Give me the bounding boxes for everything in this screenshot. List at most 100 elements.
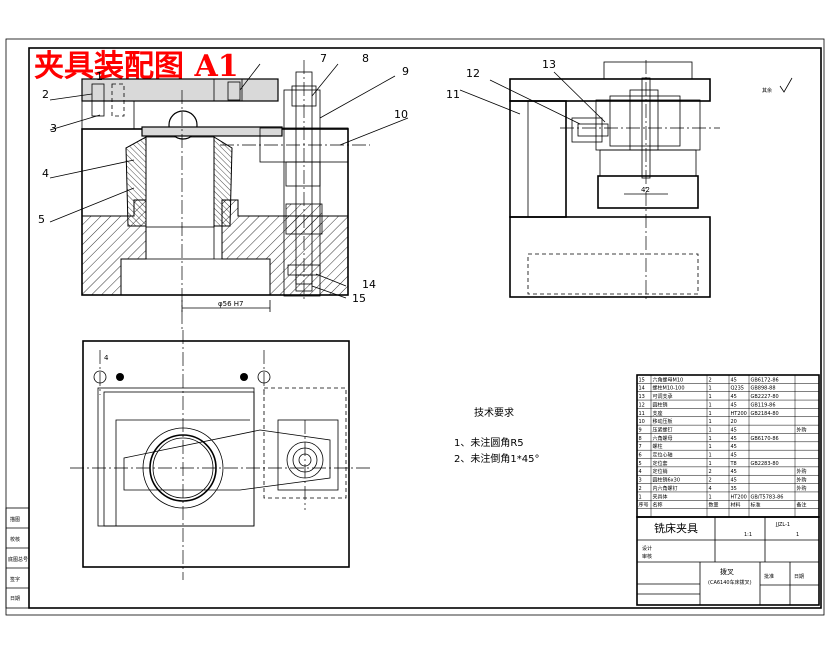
balloon-10: 10 bbox=[394, 108, 408, 121]
parts-cell-mat: 45 bbox=[731, 453, 737, 459]
parts-cell-std: GB6170-86 bbox=[751, 436, 779, 442]
parts-cell-note: 外购 bbox=[797, 468, 807, 475]
balloon-5: 5 bbox=[38, 213, 45, 226]
parts-cell-name: 六角螺母M10 bbox=[653, 376, 684, 383]
parts-cell-name: 内六角螺钉 bbox=[653, 485, 678, 492]
title-block-designer: 设计 bbox=[642, 545, 652, 552]
parts-cell-name: 螺柱M10-100 bbox=[653, 385, 685, 392]
parts-cell-qty: 1 bbox=[709, 394, 712, 400]
parts-cell-mat: 45 bbox=[731, 377, 737, 383]
tech-req-1: 1、未注圆角R5 bbox=[454, 436, 524, 449]
parts-cell-qty: 2 bbox=[709, 377, 712, 383]
parts-cell-qty: 1 bbox=[709, 427, 712, 433]
parts-cell-no: 11 bbox=[639, 411, 645, 417]
balloon-15: 15 bbox=[352, 292, 366, 305]
parts-cell-qty: 1 bbox=[709, 444, 712, 450]
parts-cell-mat: Q235 bbox=[731, 386, 744, 392]
parts-cell-qty: 4 bbox=[709, 486, 712, 492]
parts-cell-mat: 45 bbox=[731, 394, 737, 400]
parts-cell-note: 外购 bbox=[797, 485, 807, 492]
title-block-date: 日期 bbox=[794, 574, 804, 580]
parts-cell-qty: 1 bbox=[709, 436, 712, 442]
parts-cell-name: 六角螺母 bbox=[653, 435, 673, 442]
parts-cell-std: GB2227-80 bbox=[751, 394, 779, 400]
parts-cell-note: 备注 bbox=[797, 502, 807, 509]
title-block-part-sub: (CA6140车床拨叉) bbox=[708, 579, 752, 586]
side-view: 42 bbox=[509, 60, 720, 300]
outer-border bbox=[5, 38, 825, 616]
stamp-0: 描图 bbox=[10, 516, 20, 523]
title-block-part: 拨叉 bbox=[720, 567, 734, 576]
title-block-scale: 1:1 bbox=[744, 532, 752, 538]
stamp-3: 签字 bbox=[10, 576, 20, 583]
parts-cell-mat: 45 bbox=[731, 444, 737, 450]
inner-border bbox=[28, 47, 822, 609]
parts-cell-qty: 1 bbox=[709, 494, 712, 500]
balloon-13: 13 bbox=[542, 58, 556, 71]
title-block-name: 铣床夹具 bbox=[654, 521, 698, 535]
dim-angle: 4 bbox=[104, 354, 109, 362]
parts-cell-name: 定位心轴 bbox=[653, 452, 673, 459]
parts-cell-std: GB6172-86 bbox=[751, 377, 779, 383]
parts-cell-no: 1 bbox=[639, 494, 642, 500]
parts-cell-note: 外购 bbox=[797, 477, 807, 484]
title-block bbox=[636, 516, 820, 606]
parts-cell-name: 可调支承 bbox=[653, 393, 673, 400]
parts-cell-no: 10 bbox=[639, 419, 645, 425]
parts-cell-no: 2 bbox=[639, 486, 642, 492]
parts-cell-no: 15 bbox=[639, 377, 645, 383]
dim-bottom-fit: φ56 H7 bbox=[218, 300, 243, 308]
stamp-2: 底图总号 bbox=[8, 556, 28, 563]
parts-cell-mat: T8 bbox=[730, 461, 737, 467]
parts-cell-name: 名称 bbox=[653, 502, 663, 509]
parts-cell-std: 标准 bbox=[751, 502, 761, 509]
side-stamp bbox=[5, 507, 30, 609]
parts-cell-std: GB/T5783-86 bbox=[751, 494, 784, 500]
balloon-2: 2 bbox=[42, 88, 49, 101]
parts-cell-no: 7 bbox=[639, 444, 642, 450]
dim-side-width: 42 bbox=[641, 186, 650, 194]
parts-cell-mat: HT200 bbox=[731, 494, 747, 500]
parts-cell-name: 定位销 bbox=[653, 468, 668, 475]
parts-cell-qty: 1 bbox=[709, 411, 712, 417]
balloon-leaders-front bbox=[49, 63, 409, 299]
balloon-9: 9 bbox=[402, 65, 409, 78]
title-block-sheet: 1 bbox=[796, 532, 799, 538]
parts-cell-mat: 45 bbox=[731, 469, 737, 475]
parts-cell-no: 12 bbox=[639, 402, 645, 408]
tech-req-2: 2、未注倒角1*45° bbox=[454, 452, 539, 465]
parts-cell-mat: 20 bbox=[731, 419, 737, 425]
parts-cell-no: 14 bbox=[639, 386, 645, 392]
parts-cell-mat: 35 bbox=[731, 486, 737, 492]
title-block-drawing-no: JJZL-1 bbox=[775, 522, 790, 528]
balloon-3: 3 bbox=[50, 122, 57, 135]
parts-cell-qty: 1 bbox=[709, 461, 712, 467]
title-block-checker: 审核 bbox=[642, 553, 652, 560]
stamp-4: 日期 bbox=[10, 596, 20, 602]
parts-cell-name: 螺柱 bbox=[653, 443, 663, 450]
parts-cell-std: GB2184-80 bbox=[751, 411, 779, 417]
parts-cell-std: GB119-86 bbox=[751, 402, 776, 408]
front-section-view: φ56 H7 bbox=[81, 60, 370, 330]
parts-cell-name: 夹具体 bbox=[653, 493, 668, 500]
balloon-11: 11 bbox=[446, 88, 460, 101]
parts-cell-no: 9 bbox=[639, 427, 642, 433]
surface-mark: 其余 bbox=[762, 87, 772, 94]
top-view: 4 bbox=[70, 330, 370, 580]
parts-cell-mat: 45 bbox=[731, 402, 737, 408]
parts-cell-qty: 数量 bbox=[709, 502, 719, 509]
parts-cell-std: GB898-88 bbox=[751, 386, 776, 392]
parts-cell-qty: 1 bbox=[709, 402, 712, 408]
stamp-1: 校核 bbox=[10, 536, 20, 543]
parts-cell-no: 4 bbox=[639, 469, 642, 475]
parts-cell-no: 3 bbox=[639, 478, 642, 484]
parts-cell-no: 序号 bbox=[639, 502, 649, 509]
parts-cell-no: 8 bbox=[639, 436, 642, 442]
parts-cell-name: 圆柱销6x30 bbox=[653, 477, 681, 484]
parts-cell-qty: 2 bbox=[709, 469, 712, 475]
parts-cell-qty: 1 bbox=[709, 453, 712, 459]
parts-cell-std: GB2283-80 bbox=[751, 461, 779, 467]
balloon-14: 14 bbox=[362, 278, 376, 291]
parts-cell-mat: HT200 bbox=[731, 411, 747, 417]
